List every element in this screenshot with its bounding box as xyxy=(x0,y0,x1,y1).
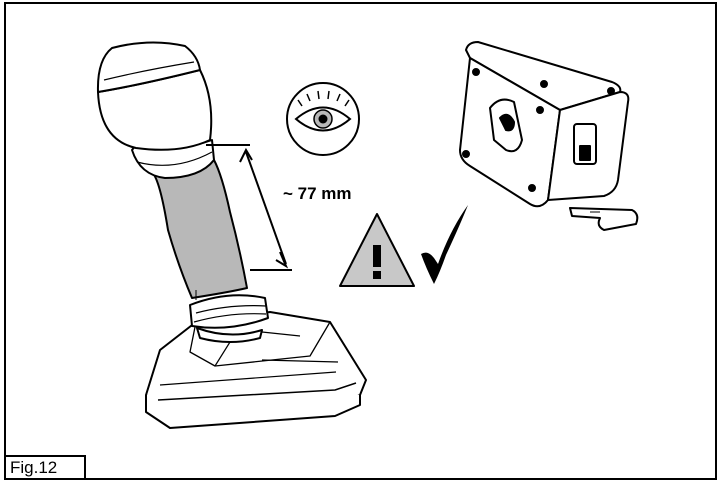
dimension-arrow xyxy=(206,144,292,271)
tape-measure-icon xyxy=(459,41,639,231)
figure-label: Fig.12 xyxy=(4,455,86,480)
checkmark-icon xyxy=(421,205,468,284)
eye-icon xyxy=(286,82,360,156)
dimension-label: ~ 77 mm xyxy=(283,184,352,203)
gear-shifter xyxy=(96,41,367,429)
warning-triangle-icon xyxy=(339,213,415,287)
